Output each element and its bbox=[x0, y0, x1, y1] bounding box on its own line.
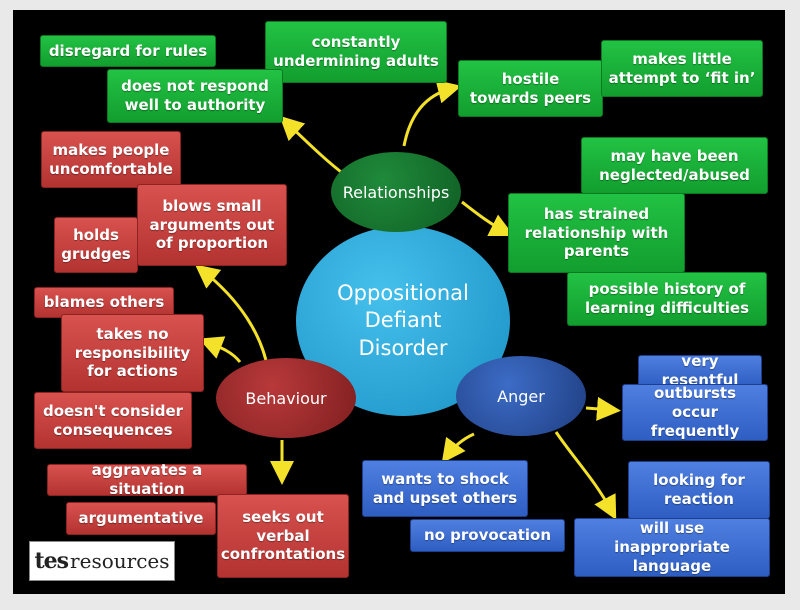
arrow-to-outbursts bbox=[585, 396, 621, 421]
center-line-1: Oppositional bbox=[337, 281, 469, 306]
box-hostile-towards-peers: hostile towards peers bbox=[458, 60, 603, 117]
box-doesnt-consider-consequences: doesn't consider consequences bbox=[34, 392, 192, 449]
box-outbursts-occur-frequently: outbursts occur frequently bbox=[622, 384, 768, 441]
hub-behaviour: Behaviour bbox=[216, 358, 356, 438]
hub-anger: Anger bbox=[456, 356, 586, 436]
box-makes-people-uncomfortable: makes people uncomfortable bbox=[41, 131, 181, 188]
box-aggravates-a-situation: aggravates a situation bbox=[47, 461, 247, 498]
arrow-to-wants-to-shock bbox=[441, 432, 475, 464]
arrow-to-blows-small bbox=[194, 264, 270, 371]
box-blows-small-arguments: blows small arguments out of proportion bbox=[137, 184, 287, 266]
arrow-to-authority bbox=[279, 115, 346, 177]
box-disregard-for-rules: disregard for rules bbox=[40, 35, 216, 67]
box-neglected-abused: may have been neglected/abused bbox=[581, 137, 768, 194]
center-line-2: Defiant bbox=[364, 308, 442, 333]
logo-brand: tes bbox=[34, 548, 70, 574]
box-holds-grudges: holds grudges bbox=[54, 217, 138, 273]
box-blames-others: blames others bbox=[34, 287, 174, 318]
box-no-provocation: no provocation bbox=[410, 519, 565, 552]
box-looking-for-reaction: looking for reaction bbox=[628, 461, 770, 519]
box-seeks-out-verbal-confrontations: seeks out verbal confrontations bbox=[217, 494, 349, 578]
box-takes-no-responsibility: takes no responsibility for actions bbox=[61, 314, 204, 392]
arrow-to-strained-relationship bbox=[461, 200, 515, 237]
box-learning-difficulties: possible history of learning difficultie… bbox=[567, 272, 767, 326]
box-wants-to-shock: wants to shock and upset others bbox=[362, 460, 528, 517]
box-strained-relationship: has strained relationship with parents bbox=[508, 193, 685, 273]
box-constantly-undermining-adults: constantly undermining adults bbox=[265, 21, 447, 83]
box-makes-little-attempt: makes little attempt to ‘fit in’ bbox=[601, 40, 763, 97]
box-very-resentful: very resentful bbox=[638, 352, 762, 389]
hub-relationships: Relationships bbox=[331, 152, 461, 232]
arrow-to-takes-no-responsibility bbox=[198, 336, 242, 363]
box-argumentative: argumentative bbox=[66, 502, 216, 535]
box-does-not-respond: does not respond well to authority bbox=[107, 69, 283, 123]
box-inappropriate-language: will use inappropriate language bbox=[574, 518, 770, 577]
center-line-3: Disorder bbox=[358, 335, 448, 360]
arrow-to-inappropriate-language bbox=[554, 431, 617, 520]
logo-suffix: resources bbox=[70, 549, 170, 573]
arrow-to-hostile-peers bbox=[402, 80, 462, 147]
